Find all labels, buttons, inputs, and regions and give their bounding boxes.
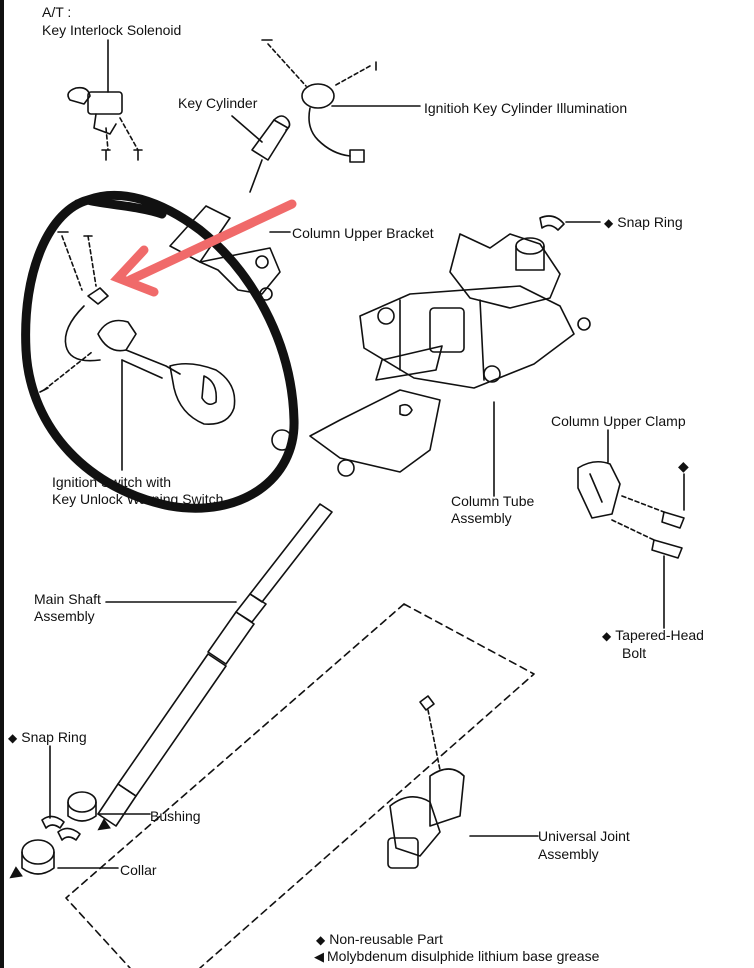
label-at: A/T : <box>42 4 72 20</box>
legend-grease: ◀Molybdenum disulphide lithium base grea… <box>314 948 600 964</box>
clamp-bolt-diamond-icon: ◆ <box>678 458 689 474</box>
universal-joint-part <box>387 695 539 869</box>
label-ignition-switch-line1: Ignition Switch with <box>52 474 172 490</box>
label-ignition-key-cylinder-illumination: Ignitioh Key Cylinder Illumination <box>424 100 628 116</box>
legend-arrow-icon: ◀ <box>314 949 324 964</box>
column-tube-part <box>271 233 591 497</box>
main-shaft-part <box>97 503 333 827</box>
annotation-arrow <box>110 199 297 297</box>
snap-ring-diamond-icon: ◆ <box>8 731 18 745</box>
page-left-border <box>0 0 4 968</box>
key-cylinder-part <box>231 115 291 193</box>
label-universal-joint-line2: Assembly <box>538 846 599 862</box>
label-column-upper-bracket: Column Upper Bracket <box>292 225 434 241</box>
dashed-enclosure <box>65 603 535 968</box>
non-reusable-diamond-icon: ◆ <box>604 216 614 230</box>
label-key-interlock-solenoid: Key Interlock Solenoid <box>42 22 182 38</box>
annotation-circle <box>21 190 299 513</box>
label-collar: Collar <box>120 862 157 878</box>
label-snap-ring-bottom: ◆Snap Ring <box>8 729 87 745</box>
label-column-tube-line2: Assembly <box>451 510 512 526</box>
label-ignition-switch-line2: Key Unlock Warning Switch <box>52 491 224 507</box>
label-column-tube-line1: Column Tube <box>451 493 535 509</box>
snap-ring-top-part <box>539 215 601 231</box>
label-main-shaft-line2: Assembly <box>34 608 95 624</box>
key-interlock-solenoid-part <box>67 39 143 161</box>
tapered-head-diamond-icon: ◆ <box>602 629 612 643</box>
ignition-switch-part <box>39 231 236 471</box>
label-tapered-head-line1: ◆Tapered-Head <box>602 627 704 643</box>
label-column-upper-clamp: Column Upper Clamp <box>551 413 686 429</box>
label-key-cylinder: Key Cylinder <box>178 95 258 111</box>
lower-small-parts <box>21 745 151 875</box>
label-tapered-head-line2: Bolt <box>622 645 647 661</box>
label-universal-joint-line1: Universal Joint <box>538 828 630 844</box>
legend-diamond-icon: ◆ <box>316 933 326 947</box>
legend-non-reusable: ◆Non-reusable Part <box>316 931 443 947</box>
label-bushing: Bushing <box>150 808 201 824</box>
label-snap-ring-top: ◆Snap Ring <box>604 214 683 230</box>
label-main-shaft-line1: Main Shaft <box>34 591 101 607</box>
column-upper-clamp-part <box>577 429 685 629</box>
illumination-part <box>261 39 421 163</box>
